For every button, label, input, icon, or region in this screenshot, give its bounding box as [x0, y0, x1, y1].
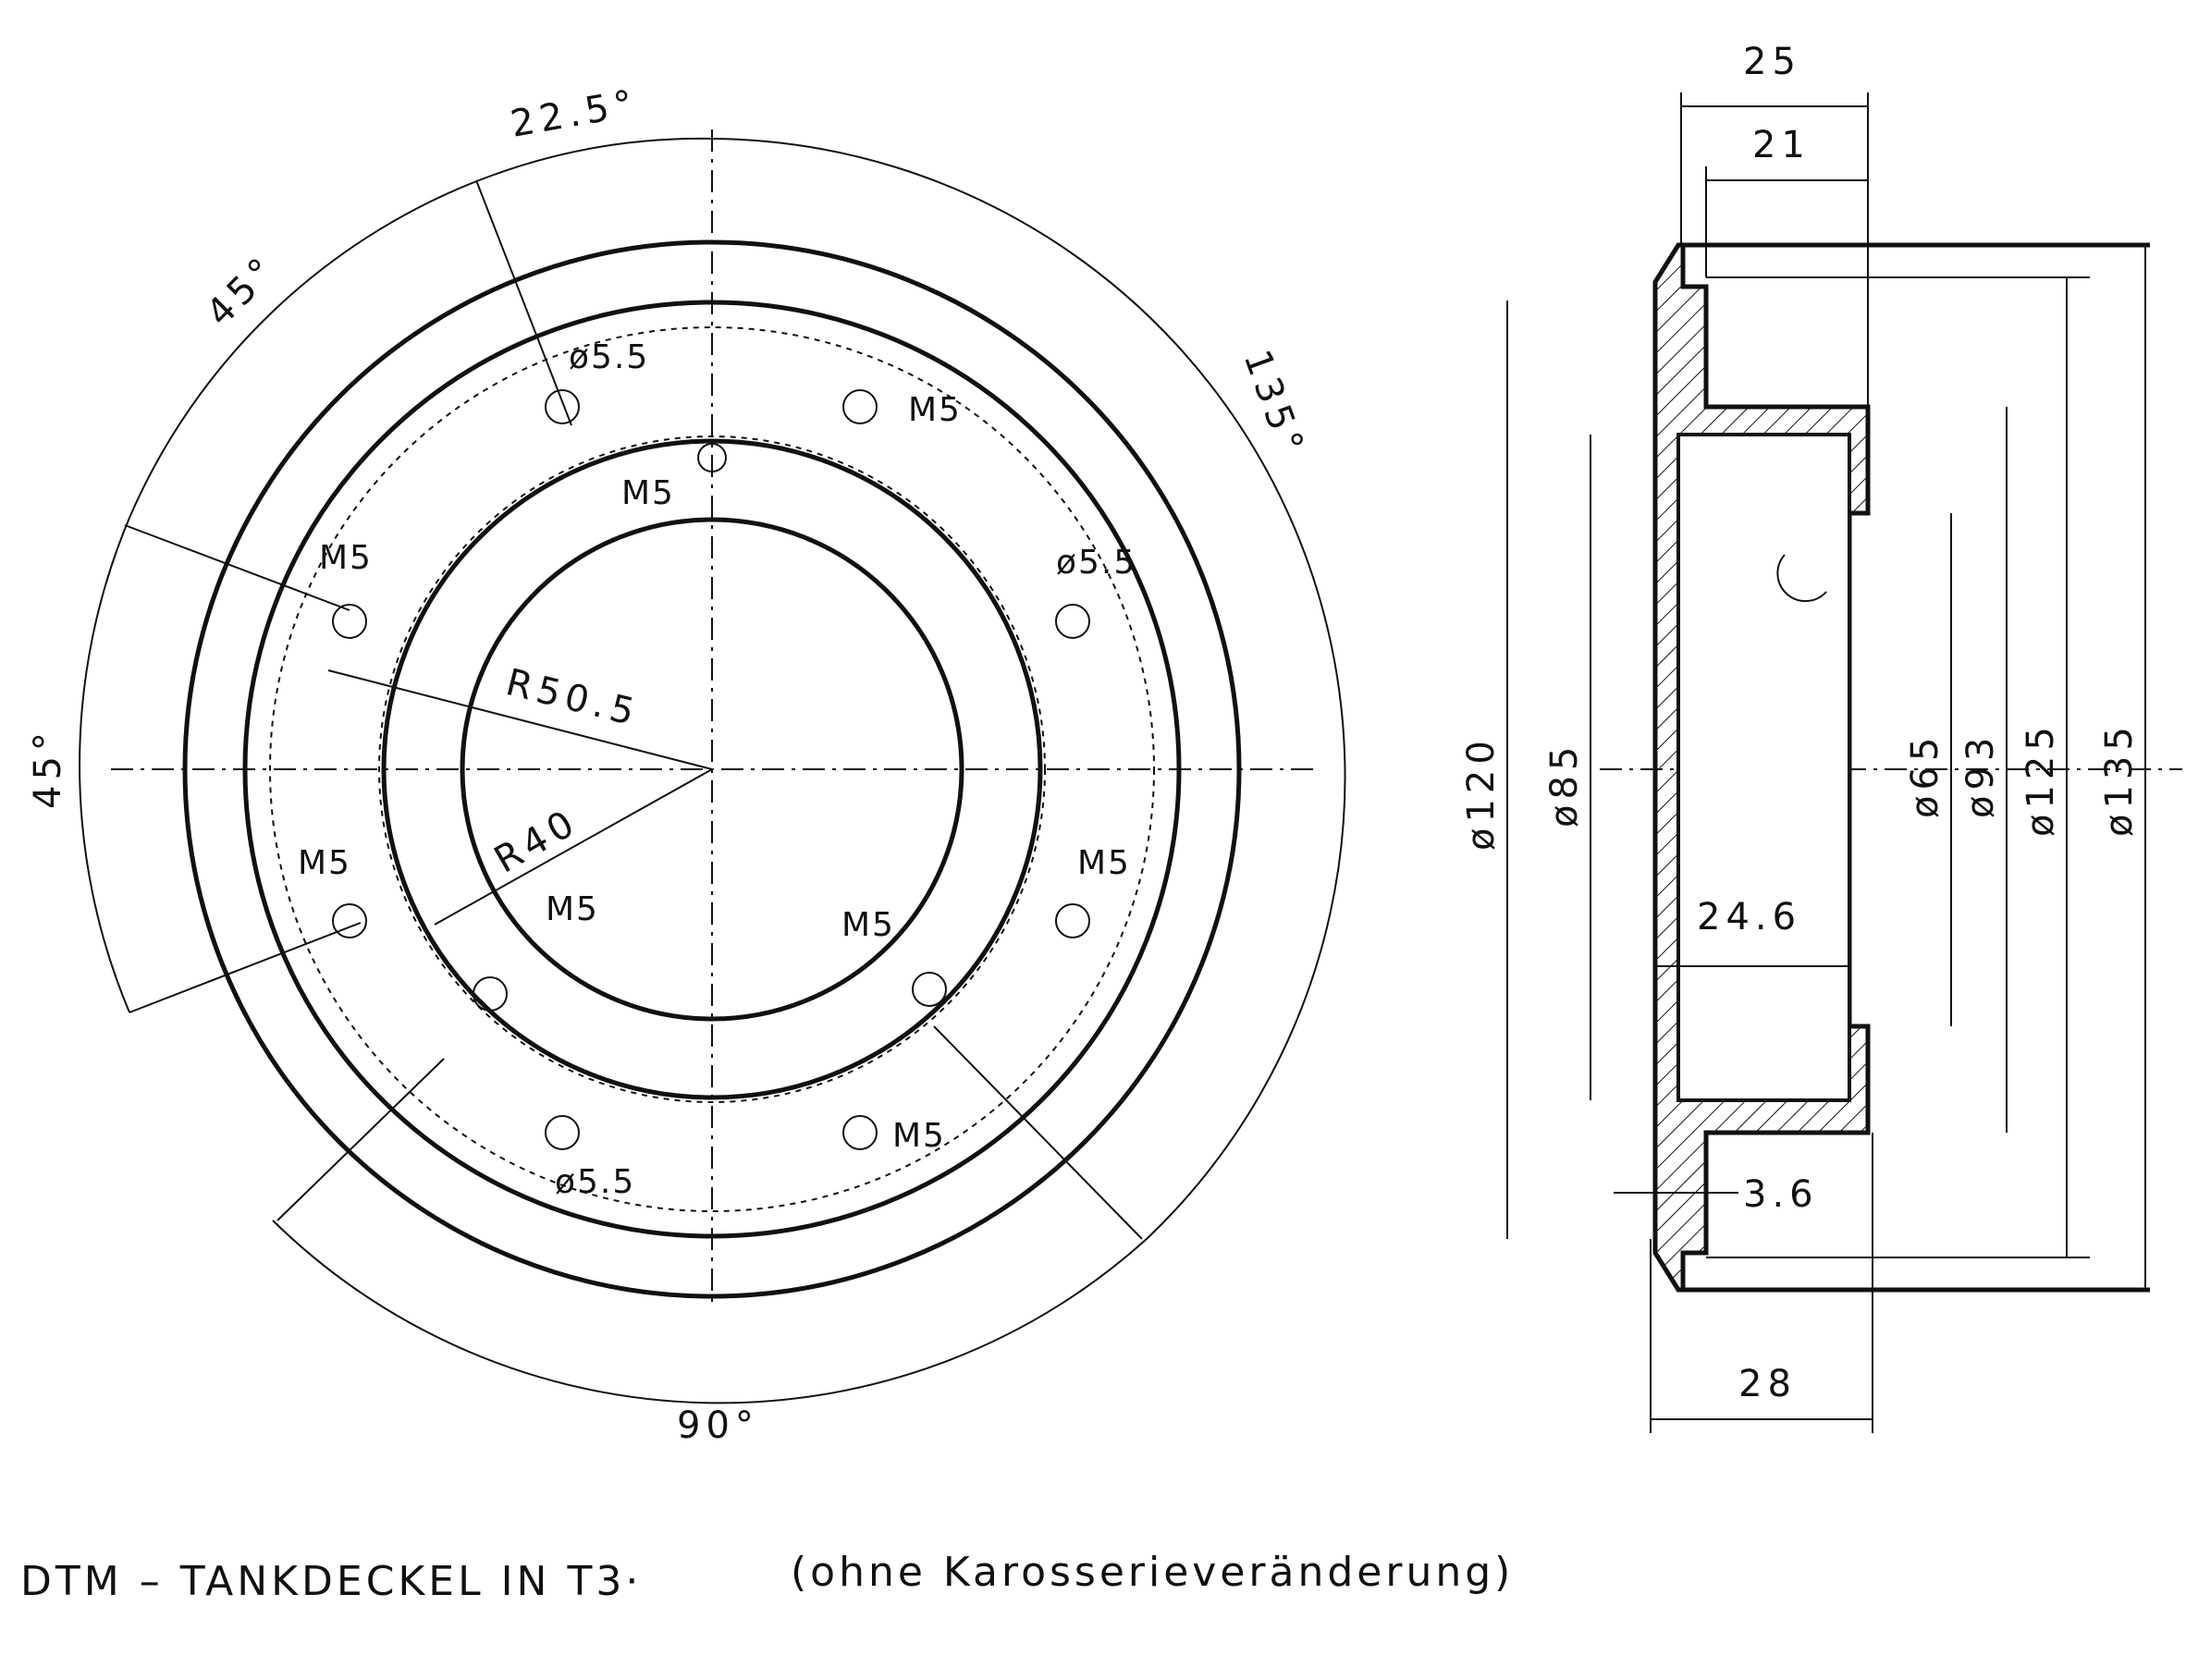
radius-leader-r40: [434, 768, 713, 926]
dim-label-21: 21: [1752, 124, 1811, 166]
hole-label-5-5-top: ø5.5: [569, 338, 649, 376]
radius-leader-r50-5: [327, 669, 713, 770]
hole-label-m5-inner-right: M5: [841, 906, 895, 944]
extension-line-90: [276, 1058, 445, 1221]
section-inner-cavity: [1676, 433, 1851, 1102]
hole-m5-left-lower: [332, 903, 367, 938]
holes: [332, 389, 1090, 1150]
hole-label-m5-bottom-right: M5: [892, 1117, 946, 1155]
dim-label-28: 28: [1738, 1363, 1797, 1405]
angle-arc-90: [272, 1220, 1148, 1404]
hole-label-m5-right-lower: M5: [1077, 844, 1131, 882]
dim-label-125: ø125: [2020, 721, 2062, 837]
hole-label-m5-top: M5: [621, 474, 675, 512]
hole-label-5-5-bottom: ø5.5: [555, 1163, 635, 1201]
dim-label-93: ø93: [1959, 732, 2002, 818]
hole-m5-inner-right: [912, 972, 947, 1007]
outer-circle: [182, 239, 1242, 1299]
side-view: 25 21 ø120 ø85 ø65 ø93 ø125 ø135 24.6 3.…: [1460, 41, 2182, 1433]
extension-line-22-5: [475, 179, 572, 426]
hole-m5-top: [697, 443, 727, 472]
hole-label-m5-inner-left: M5: [546, 890, 599, 928]
hole-m5-inner-left: [473, 976, 508, 1012]
hole-m5-left-upper: [332, 604, 367, 639]
hole-m5-bottom-right: [842, 1115, 878, 1150]
drawing-title: DTM – TANKDECKEL IN T3·: [20, 1558, 642, 1605]
hole-m5-upper-right: [842, 389, 878, 424]
dim-label-120: ø120: [1460, 735, 1503, 851]
bolt-circle-outer: [269, 326, 1155, 1212]
hole-5-5-bottom: [545, 1115, 580, 1150]
hole-label-5-5-right: ø5.5: [1056, 544, 1136, 582]
bolt-circle-inner: [378, 435, 1046, 1103]
front-view: 22.5° 45° 135° 45° 90° R50.5 R40 ø5.5 M5…: [27, 81, 1346, 1447]
hole-5-5-top: [545, 389, 580, 424]
angle-arc-135: [711, 138, 1346, 1240]
dim-label-25: 25: [1743, 41, 1801, 83]
section-arc-marker: [1776, 554, 1827, 603]
dim-label-85: ø85: [1543, 742, 1586, 828]
hole-m5-right-lower: [1055, 903, 1090, 938]
ring-circle-4: [460, 517, 964, 1022]
angle-label-22-5: 22.5°: [508, 81, 642, 145]
angle-label-135: 135°: [1235, 345, 1313, 464]
dim-label-3-6: 3.6: [1743, 1173, 1819, 1216]
angle-label-45-left: 45°: [27, 727, 69, 809]
angle-label-90: 90°: [677, 1404, 759, 1447]
angle-arc-45-left: [79, 517, 130, 1013]
dim-label-65: ø65: [1904, 732, 1947, 818]
hole-label-m5-upper-right: M5: [908, 391, 962, 429]
radius-label-r40: R40: [487, 800, 586, 881]
ring-circle-2: [242, 300, 1182, 1239]
angle-arc-45-top: [129, 179, 480, 519]
dim-label-24-6: 24.6: [1697, 896, 1801, 938]
hole-label-m5-left-lower: M5: [298, 844, 351, 882]
angle-arc-22-5: [478, 137, 713, 181]
dim-label-135: ø135: [2098, 721, 2141, 837]
hole-label-m5-left-upper: M5: [319, 539, 373, 577]
radius-label-r50-5: R50.5: [502, 661, 645, 735]
ring-circle-3: [381, 438, 1043, 1100]
extension-line-45-lower: [129, 922, 362, 1013]
angle-label-45-top: 45°: [199, 247, 287, 335]
hole-5-5-right: [1055, 604, 1090, 639]
extension-line-45-upper: [124, 524, 350, 611]
extension-line-135: [933, 1025, 1143, 1240]
drawing-note: (ohne Karosserieveränderung): [791, 1549, 1514, 1596]
